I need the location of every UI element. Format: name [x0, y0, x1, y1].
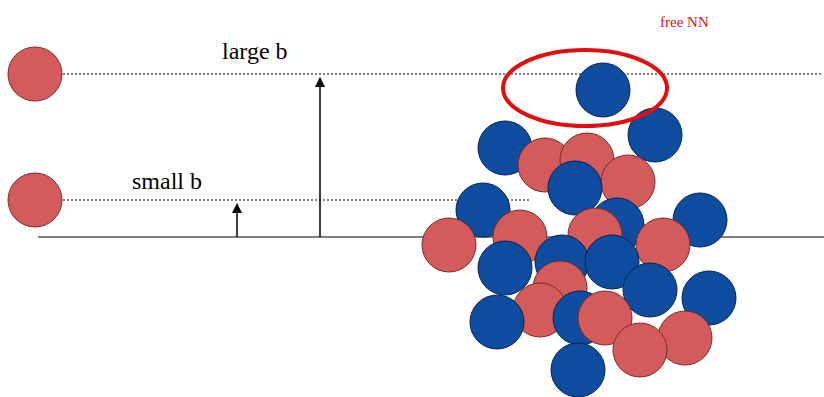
impact-arrow [236, 204, 238, 237]
trajectory-large [63, 74, 822, 75]
nucleon [478, 241, 532, 295]
nucleon [548, 161, 602, 215]
impact-arrow [319, 78, 321, 237]
highlight-ellipse: free NN [500, 10, 745, 132]
nucleon [613, 323, 667, 377]
nucleon [470, 295, 524, 349]
projectile [8, 173, 62, 227]
nucleon [623, 263, 677, 317]
nucleon [422, 218, 476, 272]
nucleon [551, 343, 605, 397]
nucleus [422, 63, 736, 397]
nucleon [576, 63, 630, 117]
impact-parameter-label: small b [130, 168, 204, 194]
impact-parameter-label: large b [220, 38, 290, 64]
node-label: free NN [660, 14, 709, 31]
ellipse-outline [503, 50, 667, 126]
projectile [8, 47, 62, 101]
